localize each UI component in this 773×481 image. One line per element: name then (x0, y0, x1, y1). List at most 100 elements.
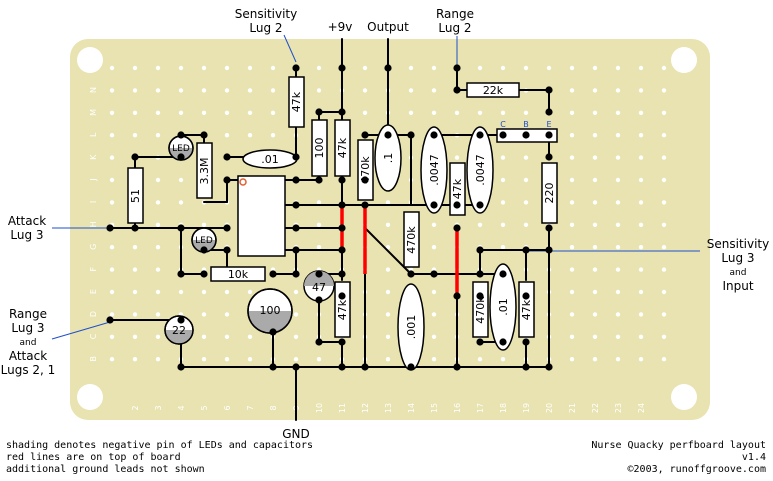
board-hole (155, 110, 161, 116)
board-hole (569, 357, 575, 362)
solder-point (292, 201, 300, 209)
board-hole (615, 65, 621, 71)
board-hole (638, 357, 644, 362)
transistor-pin-e: E (546, 120, 551, 129)
board-hole (569, 222, 575, 227)
board-hole (454, 155, 460, 160)
range-attack-line4: Attack (9, 349, 47, 363)
board-hole (661, 65, 667, 71)
label-470k-a: 470k (359, 156, 372, 184)
solder-point (200, 131, 208, 139)
solder-point (453, 64, 461, 72)
board-hole (592, 312, 598, 317)
board-hole (500, 155, 506, 160)
label-47k-e: 47k (520, 299, 533, 320)
board-hole (592, 65, 598, 71)
board-hole (477, 222, 483, 227)
range-attack-line2: Lug 3 (11, 321, 44, 335)
mount-hole (671, 384, 697, 410)
board-hole (523, 65, 529, 71)
board-hole (385, 222, 391, 227)
solder-point (269, 363, 277, 371)
solder-point (338, 246, 346, 254)
sensitivity-lug2-line2: Lug 2 (249, 21, 282, 35)
attack-lug3-line1: Attack (8, 214, 46, 228)
board-hole (569, 110, 575, 116)
row-label: E (89, 289, 98, 294)
solder-point (177, 131, 185, 139)
board-hole (615, 133, 621, 138)
board-hole (569, 267, 575, 272)
resistor-22k (466, 82, 520, 98)
board-hole (661, 357, 667, 362)
board-hole (132, 245, 138, 250)
output-label: Output (367, 20, 409, 34)
board-hole (638, 110, 644, 116)
board-hole (247, 334, 253, 339)
capacitor-0047-a (420, 126, 448, 214)
board-hole (523, 177, 529, 183)
gnd-label: GND (282, 427, 310, 441)
solder-point (177, 270, 185, 278)
solder-point (522, 363, 530, 371)
board-hole (132, 312, 138, 317)
capacitor-point-01-b (489, 263, 517, 351)
perfboard (70, 39, 710, 420)
solder-point (476, 338, 484, 346)
solder-point (476, 246, 484, 254)
board-hole (362, 88, 368, 93)
row-label: L (89, 132, 98, 137)
column-label: 10 (315, 403, 324, 413)
mount-hole (77, 47, 103, 73)
solder-point (106, 224, 114, 232)
board-hole (592, 177, 598, 183)
column-label: 17 (476, 403, 485, 413)
column-label: 5 (200, 405, 209, 410)
solder-point (315, 338, 323, 346)
resistor-470k-b (403, 211, 420, 268)
solder-point (177, 153, 185, 161)
label-51: 51 (129, 189, 142, 203)
label-0047-a: .0047 (428, 154, 441, 186)
board-hole (615, 177, 621, 183)
board-hole (362, 110, 368, 116)
board-hole (569, 200, 575, 205)
column-label: 13 (384, 403, 393, 413)
board-hole (385, 357, 391, 362)
resistor-47k-c (449, 162, 466, 216)
board-hole (638, 267, 644, 272)
credit-version: v1.4 (741, 452, 766, 463)
board-hole (155, 334, 161, 339)
board-hole (615, 155, 621, 160)
board-hole (178, 200, 184, 205)
board-hole (431, 357, 437, 362)
board-hole (615, 245, 621, 250)
board-hole (293, 289, 299, 295)
solder-point (200, 270, 208, 278)
board-hole (592, 267, 598, 272)
solder-point (522, 131, 530, 139)
board-hole (155, 88, 161, 93)
solder-point (177, 224, 185, 232)
board-hole (638, 155, 644, 160)
board-hole (615, 334, 621, 339)
board-hole (178, 110, 184, 116)
solder-point (177, 363, 185, 371)
solder-points (106, 64, 553, 371)
solder-point (292, 246, 300, 254)
board-hole (178, 177, 184, 183)
board-hole (661, 289, 667, 295)
note-red-lines: red lines are on top of board (6, 452, 181, 463)
range-lug2-line2: Lug 2 (438, 21, 471, 35)
solder-point (292, 153, 300, 161)
board-hole (224, 312, 230, 317)
board-hole (431, 88, 437, 93)
resistor-470k-a (357, 139, 374, 201)
solder-point (430, 270, 438, 278)
board-hole (638, 65, 644, 71)
board-hole (661, 334, 667, 339)
board-hole (569, 133, 575, 138)
resistor-47k-b (334, 119, 351, 177)
board-hole (592, 88, 598, 93)
